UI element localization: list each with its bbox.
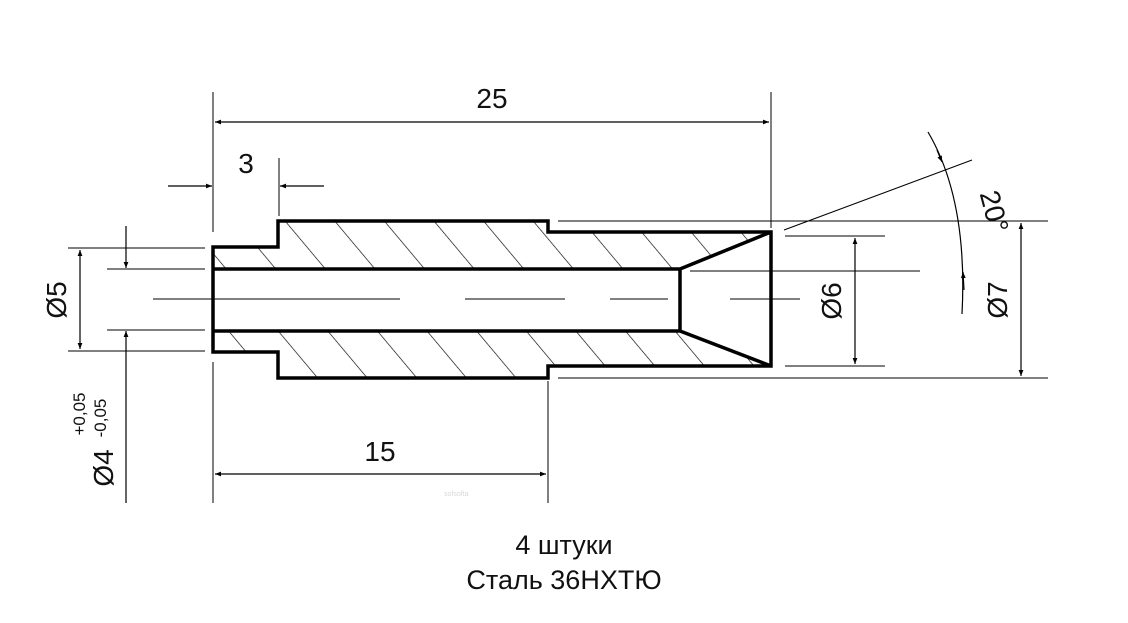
dim-text-angle: 20° (974, 187, 1015, 236)
dim-text-d5: Ø5 (41, 281, 72, 318)
dimension-lines (77, 119, 1024, 503)
part-outline (211, 219, 773, 380)
note-material: Сталь 36НХТЮ (466, 565, 662, 595)
section-hatching (213, 221, 771, 378)
dim-text-3: 3 (238, 148, 254, 179)
watermark: sofsofta (444, 491, 469, 498)
note-quantity: 4 штуки (515, 530, 613, 560)
dim-text-d4-tol-lower: -0,05 (91, 399, 110, 438)
dim-text-25: 25 (476, 83, 507, 114)
dim-text-d6: Ø6 (816, 282, 847, 319)
dim-text-d4-tol-upper: +0,05 (70, 392, 89, 435)
dim-arc-20deg (927, 131, 964, 315)
dim-text-15: 15 (364, 436, 395, 467)
dim-text-d7: Ø7 (982, 281, 1013, 318)
extension-lines (68, 92, 1048, 503)
dim-text-d4: Ø4 (88, 449, 119, 486)
